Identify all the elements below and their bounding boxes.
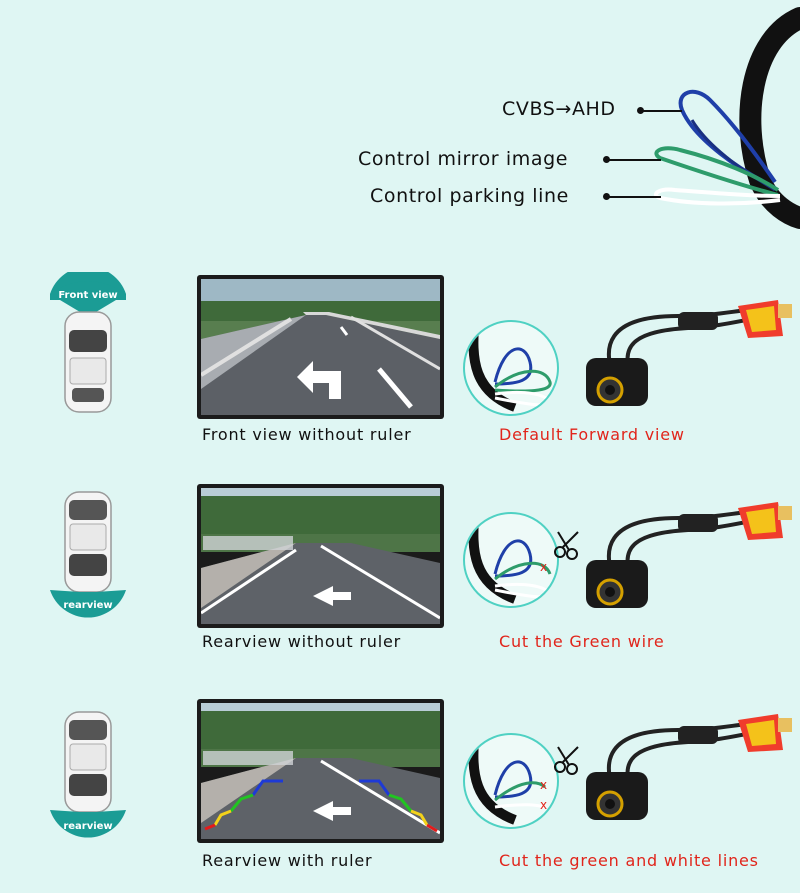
car-top-icon	[50, 491, 126, 618]
wire-caption: Default Forward view	[499, 425, 685, 444]
wire-caption: Cut the Green wire	[499, 632, 665, 651]
camera-icon	[586, 714, 792, 820]
screen-caption: Rearview without ruler	[202, 632, 401, 651]
wire-label-mirror: Control mirror image	[358, 148, 569, 170]
car-top-icon	[50, 711, 126, 838]
cut-mark: x	[540, 798, 548, 812]
leader-line	[606, 159, 661, 161]
camera-screen-rear	[197, 484, 444, 628]
camera-icon	[586, 300, 792, 406]
car-top-icon	[50, 272, 126, 413]
screen-caption: Front view without ruler	[202, 425, 412, 444]
cut-mark: x	[540, 778, 548, 792]
badge-label: Front view	[58, 290, 118, 301]
wire-closeup	[463, 320, 559, 416]
wire-caption: Cut the green and white lines	[499, 851, 759, 870]
badge-label: rearview	[63, 821, 113, 832]
ruler-left	[204, 779, 283, 831]
camera-icon	[586, 502, 792, 608]
wire-label-parking: Control parking line	[370, 185, 569, 207]
leader-line	[640, 110, 682, 112]
camera-screen-front	[197, 275, 444, 419]
scissors-icon	[554, 531, 579, 560]
wire-label-cvbs: CVBS→AHD	[502, 98, 616, 120]
ruler-right	[359, 779, 438, 833]
camera-screen-ruler	[197, 699, 444, 843]
screen-caption: Rearview with ruler	[202, 851, 373, 870]
badge-label: rearview	[63, 600, 113, 611]
cable-bundle	[654, 7, 800, 229]
scissors-icon	[554, 746, 579, 775]
leader-line	[606, 196, 661, 198]
wire-closeup	[463, 512, 559, 608]
cut-mark: x	[540, 560, 548, 574]
